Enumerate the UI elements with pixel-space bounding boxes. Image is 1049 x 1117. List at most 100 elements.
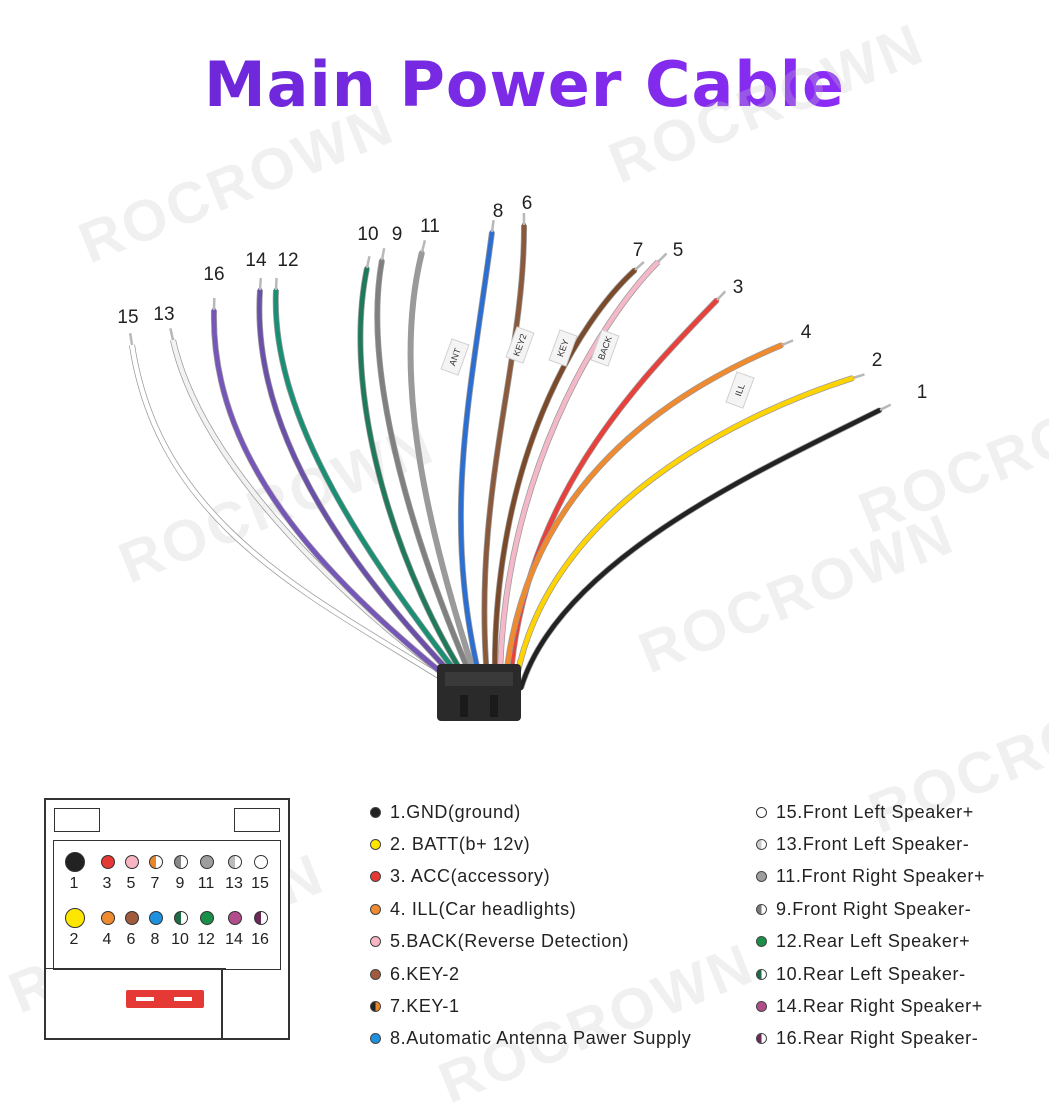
legend-text: 7.KEY-1 [390, 996, 460, 1017]
legend-text: 13.Front Left Speaker- [776, 834, 969, 855]
legend-item: 9.Front Right Speaker- [756, 893, 985, 925]
wire-label-1: 1 [917, 382, 928, 403]
legend-text: 11.Front Right Speaker+ [776, 866, 985, 887]
pin-13-dot [228, 855, 242, 869]
legend-item: 13.Front Left Speaker- [756, 828, 985, 860]
legend-item: 2. BATT(b+ 12v) [370, 828, 691, 860]
legend-color-dot [756, 807, 767, 818]
connector-tab-left [54, 808, 100, 832]
connector-tab-right [234, 808, 280, 832]
legend-color-dot [756, 1033, 767, 1044]
legend-item: 4. ILL(Car headlights) [370, 893, 691, 925]
wire-4-tip [782, 340, 793, 345]
legend-color-dot [756, 1001, 767, 1012]
legend-item: 15.Front Left Speaker+ [756, 796, 985, 828]
pin-number-1: 1 [62, 875, 86, 893]
legend-text: 10.Rear Left Speaker- [776, 964, 966, 985]
legend-item: 11.Front Right Speaker+ [756, 861, 985, 893]
wire-11-tip [422, 240, 425, 252]
legend-text: 12.Rear Left Speaker+ [776, 931, 970, 952]
pin-11-dot [200, 855, 214, 869]
wire-label-3: 3 [733, 277, 744, 298]
wire-label-12: 12 [277, 250, 298, 271]
wire-label-10: 10 [357, 224, 378, 245]
pin-2-dot [65, 908, 85, 928]
pin-3-dot [101, 855, 115, 869]
wire-tag-ant: ANT [441, 339, 469, 375]
connector-divider [221, 968, 223, 1038]
legend-color-dot [756, 936, 767, 947]
legend-item: 12.Rear Left Speaker+ [756, 926, 985, 958]
pin-number-14: 14 [222, 931, 246, 949]
legend-left: 1.GND(ground) 2. BATT(b+ 12v) 3. ACC(acces… [370, 796, 691, 1055]
pin-number-9: 9 [168, 875, 192, 893]
wire-2-outline [515, 378, 853, 688]
wire-13-tip [170, 328, 173, 340]
pin-8-dot [149, 911, 163, 925]
plug-connector [437, 664, 521, 721]
legend-text: 3. ACC(accessory) [390, 866, 550, 887]
legend-item: 5.BACK(Reverse Detection) [370, 926, 691, 958]
pin-number-4: 4 [95, 931, 119, 949]
legend-color-dot [756, 839, 767, 850]
pin-number-11: 11 [194, 875, 218, 893]
wire-tag-back: BACK [591, 330, 619, 366]
legend-text: 6.KEY-2 [390, 964, 460, 985]
legend-color-dot [756, 904, 767, 915]
pin-number-12: 12 [194, 931, 218, 949]
legend-color-dot [370, 1033, 381, 1044]
legend-text: 14.Rear Right Speaker+ [776, 996, 983, 1017]
wire-label-9: 9 [392, 224, 403, 245]
pin-16-dot [254, 911, 268, 925]
legend-text: 5.BACK(Reverse Detection) [390, 931, 629, 952]
pin-1-dot [65, 852, 85, 872]
wire-2 [515, 378, 853, 688]
legend-text: 2. BATT(b+ 12v) [390, 834, 530, 855]
pin-number-15: 15 [248, 875, 272, 893]
pin-number-7: 7 [143, 875, 167, 893]
pin-number-3: 3 [95, 875, 119, 893]
pin-4-dot [101, 911, 115, 925]
wire-3-outline [510, 300, 717, 688]
legend-item: 8.Automatic Antenna Pawer Supply [370, 1023, 691, 1055]
pin-number-6: 6 [119, 931, 143, 949]
pin-number-8: 8 [143, 931, 167, 949]
legend-color-dot [370, 936, 381, 947]
legend-item: 7.KEY-1 [370, 990, 691, 1022]
wire-label-15: 15 [117, 307, 138, 328]
legend-color-dot [370, 839, 381, 850]
wire-label-13: 13 [153, 304, 174, 325]
pin-6-dot [125, 911, 139, 925]
legend-item: 10.Rear Left Speaker- [756, 958, 985, 990]
pin-7-dot [149, 855, 163, 869]
legend-item: 14.Rear Right Speaker+ [756, 990, 985, 1022]
wire-label-11: 11 [420, 216, 440, 237]
legend-item: 6.KEY-2 [370, 958, 691, 990]
wire-5-tip [658, 254, 666, 262]
legend-color-dot [370, 807, 381, 818]
connector-latch [126, 990, 204, 1008]
pin-5-dot [125, 855, 139, 869]
pin-9-dot [174, 855, 188, 869]
legend-right: 15.Front Left Speaker+ 13.Front Left Spea… [756, 796, 985, 1055]
legend-text: 16.Rear Right Speaker- [776, 1028, 978, 1049]
wire-12-tip [276, 278, 277, 290]
wire-1-tip [880, 405, 891, 410]
wire-label-8: 8 [493, 201, 504, 222]
pin-12-dot [200, 911, 214, 925]
pin-number-16: 16 [248, 931, 272, 949]
wire-label-4: 4 [801, 322, 812, 343]
wire-label-5: 5 [673, 240, 684, 261]
legend-item: 3. ACC(accessory) [370, 861, 691, 893]
wire-2-tip [853, 374, 864, 378]
wire-7-tip [635, 262, 644, 270]
legend-text: 8.Automatic Antenna Pawer Supply [390, 1028, 691, 1049]
legend-color-dot [756, 969, 767, 980]
legend-item: 1.GND(ground) [370, 796, 691, 828]
pin-10-dot [174, 911, 188, 925]
pin-number-10: 10 [168, 931, 192, 949]
pin-15-dot [254, 855, 268, 869]
wire-label-14: 14 [245, 250, 267, 271]
